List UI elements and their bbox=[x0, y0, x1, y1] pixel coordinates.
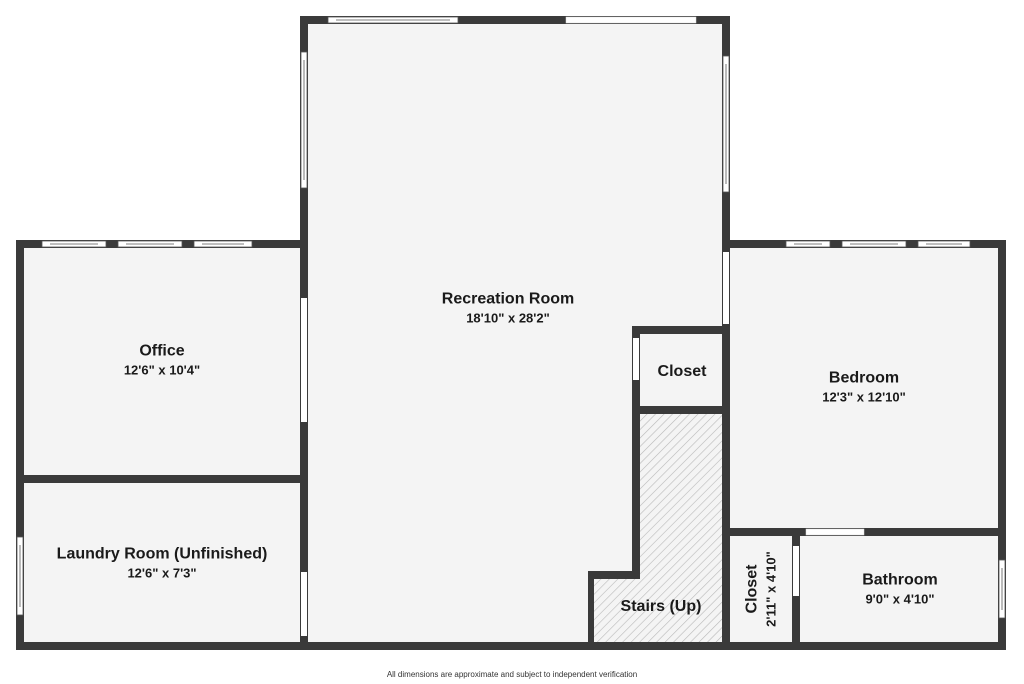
door-opening bbox=[723, 252, 729, 324]
room-name: Bedroom bbox=[828, 369, 900, 387]
room-label-stairs: Stairs (Up) bbox=[621, 597, 702, 617]
room-label-bathroom: Bathroom 9'0" x 4'10" bbox=[862, 571, 938, 608]
closet-center-floor bbox=[636, 330, 724, 410]
room-label-office: Office 12'6" x 10'4" bbox=[124, 342, 200, 379]
room-name: Stairs (Up) bbox=[620, 598, 702, 615]
door-opening bbox=[805, 528, 865, 536]
door-opening bbox=[301, 298, 307, 422]
room-name: Laundry Room (Unfinished) bbox=[56, 545, 268, 563]
room-dimensions: 12'6" x 10'4" bbox=[123, 362, 201, 378]
door-opening bbox=[793, 546, 799, 596]
stairs-floor bbox=[592, 414, 722, 642]
openings bbox=[301, 16, 865, 636]
room-name: Recreation Room bbox=[441, 290, 575, 308]
room-name: Office bbox=[139, 342, 185, 360]
room-name: Bathroom bbox=[862, 571, 938, 589]
room-dimensions: 12'3" x 12'10" bbox=[822, 389, 906, 405]
bathroom-floor bbox=[796, 532, 1002, 644]
laundry-room-floor bbox=[20, 478, 304, 644]
windows bbox=[16, 16, 1006, 619]
bedroom-floor bbox=[724, 244, 1002, 532]
room-label-closet-small: Closet 2'11" x 4'10" bbox=[743, 551, 780, 627]
office-floor bbox=[20, 244, 304, 478]
room-label-bedroom: Bedroom 12'3" x 12'10" bbox=[822, 369, 906, 406]
room-dimensions: 18'10" x 28'2" bbox=[466, 310, 550, 326]
room-dimensions: 12'6" x 7'3" bbox=[127, 565, 197, 581]
room-label-closet-center: Closet bbox=[658, 362, 707, 382]
room-dimensions: 2'11" x 4'10" bbox=[763, 551, 779, 627]
door-opening bbox=[565, 16, 697, 24]
closet-small-floor bbox=[724, 532, 796, 644]
room-name: Closet bbox=[657, 363, 707, 380]
room-label-recreation: Recreation Room 18'10" x 28'2" bbox=[442, 290, 574, 327]
room-label-laundry: Laundry Room (Unfinished) 12'6" x 7'3" bbox=[57, 545, 268, 582]
room-name: Closet bbox=[743, 564, 761, 614]
room-dimensions: 9'0" x 4'10" bbox=[865, 591, 935, 607]
door-opening bbox=[633, 338, 639, 380]
disclaimer-footnote: All dimensions are approximate and subje… bbox=[386, 670, 638, 679]
door-opening bbox=[301, 572, 307, 636]
